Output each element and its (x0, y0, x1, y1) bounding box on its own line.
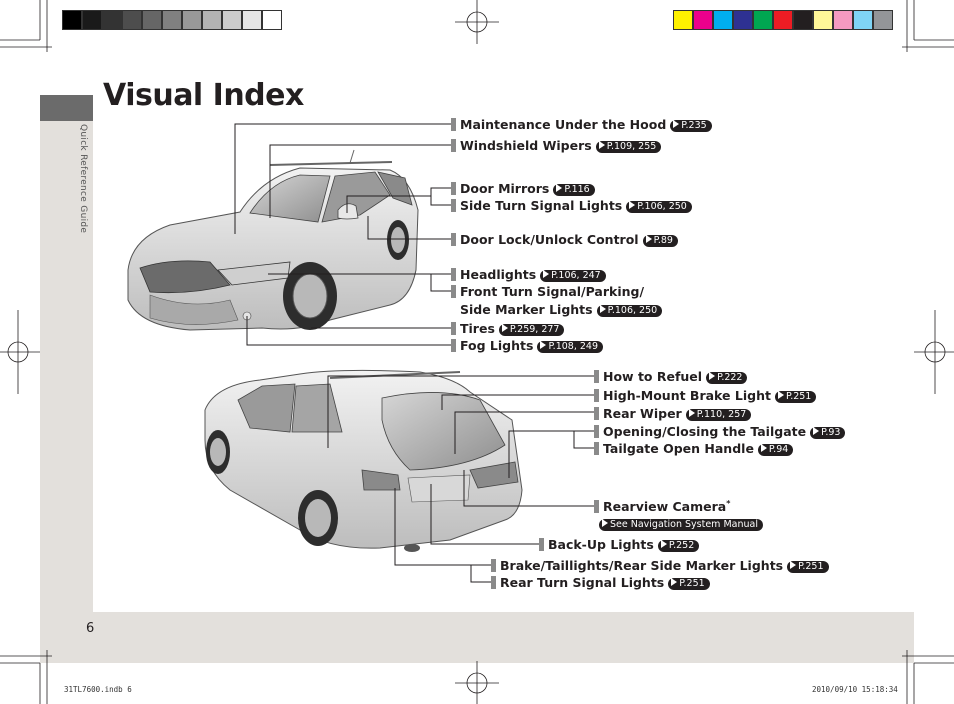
color-swatch (773, 10, 793, 30)
slug-file: 31TL7600.indb 6 (64, 685, 132, 694)
arrow-right-icon (790, 561, 797, 569)
front-car-illustration (127, 149, 419, 331)
slug-timestamp: 2010/09/10 15:18:34 (812, 685, 898, 694)
callout-brake-taillights[interactable]: Brake/Taillights/Rear Side Marker Lights… (491, 558, 829, 573)
gray-swatch (162, 10, 182, 30)
footer-band (40, 612, 914, 663)
page-ref-badge[interactable]: See Navigation System Manual (599, 519, 763, 531)
page-ref-badge[interactable]: P.89 (642, 235, 678, 247)
arrow-right-icon (671, 578, 678, 586)
page-ref-badge[interactable]: P.252 (657, 540, 700, 552)
gray-swatch (122, 10, 142, 30)
arrow-right-icon (543, 270, 550, 278)
color-swatch (693, 10, 713, 30)
arrow-right-icon (645, 235, 652, 243)
callout-front-turn-signal: Front Turn Signal/Parking/ (451, 284, 644, 299)
gray-swatch (62, 10, 82, 30)
color-swatch (853, 10, 873, 30)
page-ref-badge[interactable]: P.93 (810, 427, 846, 439)
arrow-right-icon (760, 444, 767, 452)
gray-swatch (142, 10, 162, 30)
arrow-right-icon (556, 184, 563, 192)
gray-swatch (102, 10, 122, 30)
footnote-marker: * (726, 499, 731, 508)
arrow-right-icon (602, 519, 608, 527)
color-swatch (753, 10, 773, 30)
arrow-right-icon (598, 141, 605, 149)
page-ref-badge[interactable]: P.109, 255 (595, 141, 662, 153)
arrow-right-icon (709, 372, 716, 380)
color-swatch (673, 10, 693, 30)
page-ref-badge[interactable]: P.108, 249 (537, 341, 604, 353)
arrow-right-icon (501, 324, 508, 332)
gray-swatch (202, 10, 222, 30)
arrow-right-icon (540, 341, 547, 349)
sidebar-tab (40, 95, 93, 121)
color-swatch (813, 10, 833, 30)
page-ref-badge[interactable]: P.222 (706, 372, 748, 384)
arrow-right-icon (777, 391, 784, 399)
page-ref-badge[interactable]: P.94 (757, 444, 794, 456)
page-ref-badge[interactable]: P.251 (787, 561, 829, 573)
gray-swatch (182, 10, 202, 30)
gray-swatch (242, 10, 262, 30)
gray-swatch (82, 10, 102, 30)
rear-leader-lines (327, 375, 594, 583)
page-ref-badge[interactable]: P.110, 257 (685, 409, 752, 421)
arrow-right-icon (813, 427, 820, 435)
color-swatch (833, 10, 853, 30)
arrow-right-icon (629, 201, 636, 209)
page-ref-badge[interactable]: P.106, 250 (596, 305, 663, 317)
page-ref-badge[interactable]: P.235 (670, 120, 712, 132)
gray-swatch (222, 10, 242, 30)
page-number: 6 (86, 621, 95, 636)
arrow-right-icon (673, 120, 680, 128)
page-ref-badge[interactable]: P.116 (553, 184, 595, 196)
color-swatch (733, 10, 753, 30)
color-swatch (713, 10, 733, 30)
arrow-right-icon (599, 305, 606, 313)
sidebar (40, 95, 93, 663)
page-ref-badge[interactable]: P.259, 277 (498, 324, 565, 336)
page-ref-badge[interactable]: P.106, 250 (626, 201, 692, 213)
rear-car-illustration (204, 369, 523, 552)
page-ref-badge[interactable]: P.251 (774, 391, 817, 403)
color-swatch (873, 10, 893, 30)
page-title: Visual Index (103, 78, 304, 113)
sidebar-label: Quick Reference Guide (78, 124, 88, 234)
color-swatch (793, 10, 813, 30)
arrow-right-icon (688, 409, 695, 417)
front-leader-lines (234, 123, 451, 346)
arrow-right-icon (660, 540, 667, 548)
gray-swatch (262, 10, 282, 30)
callout-navigation-manual-ref[interactable]: See Navigation System Manual (594, 516, 763, 531)
callout-rearview-camera: Rearview Camera* (594, 499, 730, 514)
page-ref-badge[interactable]: P.106, 247 (540, 270, 606, 282)
page-ref-badge[interactable]: P.251 (668, 578, 710, 590)
